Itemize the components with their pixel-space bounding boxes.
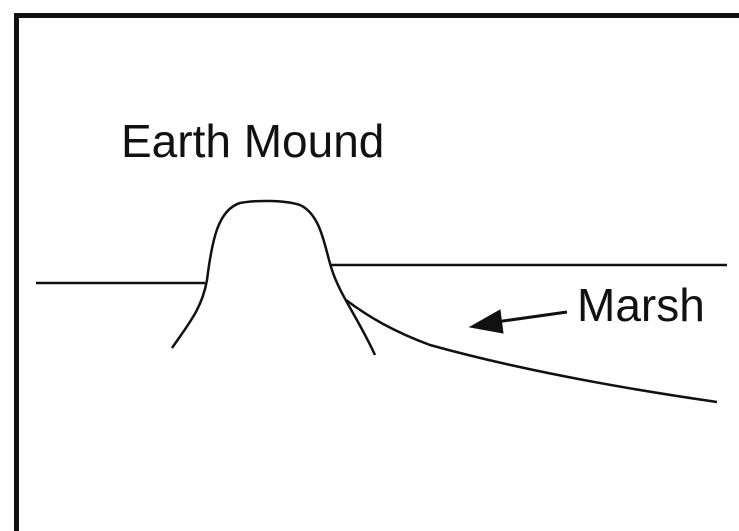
earth-mound-label: Earth Mound <box>121 115 385 167</box>
earth-mound-shape <box>170 199 377 356</box>
marsh-arrow-head <box>468 309 504 334</box>
diagram-frame <box>14 13 739 531</box>
marsh-arrow-shaft <box>495 310 568 324</box>
marsh-surface-line <box>345 298 718 404</box>
marsh-label: Marsh <box>577 279 705 331</box>
